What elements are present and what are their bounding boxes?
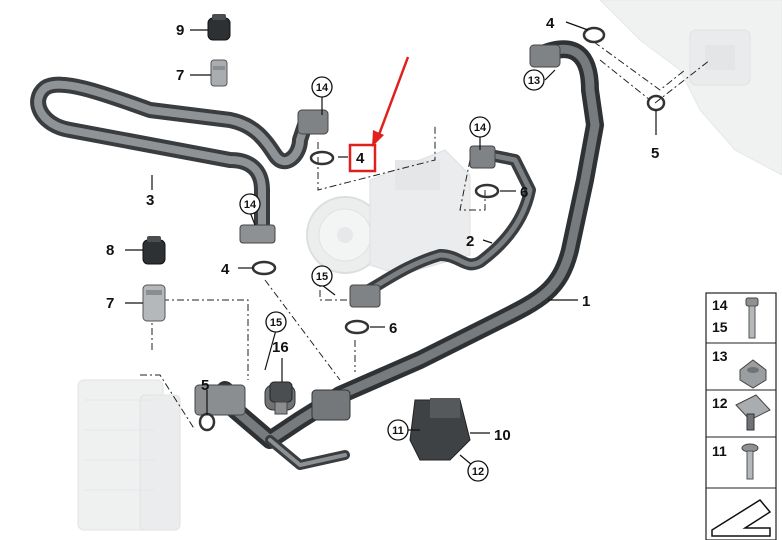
svg-text:14: 14 <box>712 297 728 313</box>
callout-5b: 5 <box>651 145 659 162</box>
hose-2 <box>359 149 536 298</box>
clip-nut-icon <box>735 394 771 431</box>
assembly-lines <box>140 41 711 431</box>
seal-ring-5a <box>646 94 666 112</box>
legend-row-13: 13 <box>712 348 767 389</box>
condenser-dryer <box>77 379 181 531</box>
screw-icon <box>741 443 759 480</box>
highlight-box <box>348 143 377 173</box>
cap-8 <box>142 236 166 265</box>
svg-text:15: 15 <box>712 319 728 335</box>
callout-4c: 4 <box>221 261 230 278</box>
callout-8: 8 <box>106 242 114 259</box>
svg-text:12: 12 <box>472 466 484 478</box>
pressure-sensor-16 <box>269 381 293 415</box>
callout-6b: 6 <box>389 320 397 337</box>
circled-callout-15b: 15 <box>265 311 287 333</box>
red-arrow-icon <box>375 56 410 141</box>
callout-16: 16 <box>272 339 289 356</box>
svg-text:12: 12 <box>712 395 728 411</box>
fastener-legend: 14 15 13 12 11 <box>705 292 777 540</box>
circled-callout-15a: 15 <box>311 265 333 287</box>
legend-row-14-15: 14 15 <box>712 297 759 339</box>
callout-7b: 7 <box>106 295 114 312</box>
circled-callout-14a: 14 <box>311 76 333 98</box>
callout-10: 10 <box>494 427 511 444</box>
compressor <box>306 149 471 276</box>
svg-text:15: 15 <box>316 271 328 283</box>
svg-text:14: 14 <box>316 82 329 94</box>
circled-callout-14c: 14 <box>239 193 261 215</box>
svg-text:11: 11 <box>392 425 404 437</box>
arrow-icon <box>711 499 772 537</box>
svg-text:11: 11 <box>712 443 727 459</box>
callout-4a: 4 <box>546 15 555 32</box>
valve-7b <box>142 284 166 322</box>
circled-callout-13: 13 <box>523 69 545 91</box>
valve-7a <box>210 59 228 87</box>
hex-nut-icon <box>739 359 767 389</box>
circled-callout-11: 11 <box>387 419 409 441</box>
svg-text:15: 15 <box>270 317 282 329</box>
callout-4b: 4 <box>356 150 365 167</box>
seal-ring-6b <box>344 319 370 335</box>
svg-text:14: 14 <box>244 199 257 211</box>
circled-callout-12: 12 <box>467 460 489 482</box>
callouts: 9 7 3 8 7 4 4 4 2 1 5 5 6 6 10 16 <box>106 15 659 444</box>
legend-row-12: 12 <box>712 394 771 431</box>
hose-3 <box>30 76 313 238</box>
callout-6a: 6 <box>520 184 528 201</box>
seal-ring-5b <box>198 412 216 432</box>
bolt-icon <box>745 297 759 339</box>
seal-ring-4c <box>251 260 277 276</box>
svg-text:13: 13 <box>528 75 540 87</box>
callout-1: 1 <box>582 293 590 310</box>
leader-lines <box>125 21 657 471</box>
fittings <box>194 44 561 461</box>
circled-callouts: 14 14 14 15 15 13 11 12 <box>239 69 545 482</box>
callout-9: 9 <box>176 22 184 39</box>
callout-5a: 5 <box>201 377 209 394</box>
evaporator-housing <box>599 0 782 176</box>
callout-2: 2 <box>466 233 474 250</box>
hose-1 <box>216 40 604 470</box>
svg-text:14: 14 <box>474 122 487 134</box>
seal-ring-4a <box>582 26 606 44</box>
circled-callout-14b: 14 <box>469 116 491 138</box>
seal-ring-6a <box>474 183 500 199</box>
highlight-marker <box>348 56 410 173</box>
cap-9 <box>207 14 231 41</box>
seal-ring-4b <box>309 150 335 166</box>
svg-text:13: 13 <box>712 348 728 364</box>
callout-3: 3 <box>146 192 154 209</box>
legend-row-11: 11 <box>712 443 759 480</box>
callout-7a: 7 <box>176 67 184 84</box>
